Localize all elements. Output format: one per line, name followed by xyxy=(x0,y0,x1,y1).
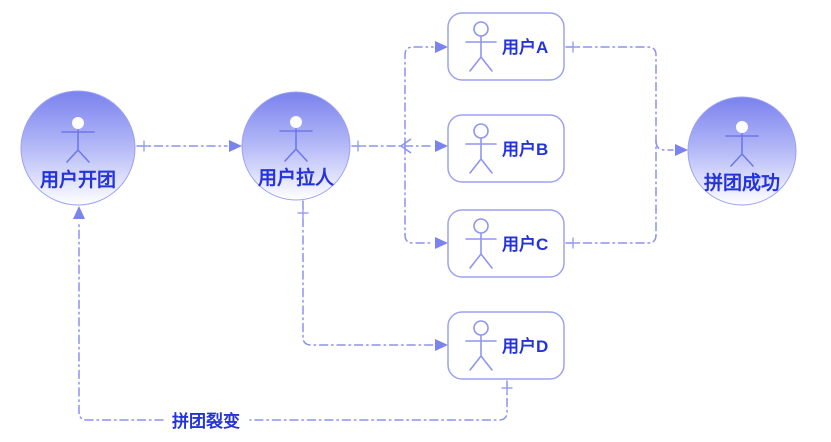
edge-merge-into-success xyxy=(655,140,688,156)
connector-tick xyxy=(567,237,579,249)
arrowhead-into-user-b xyxy=(435,140,448,152)
arrowhead-into-user-c xyxy=(435,237,448,249)
node-success: 拼团成功 xyxy=(687,96,797,206)
person-icon xyxy=(725,121,759,167)
person-icon xyxy=(465,320,497,371)
person-icon xyxy=(465,218,497,269)
connector-tick xyxy=(138,140,150,152)
person-icon xyxy=(279,116,313,162)
node-user-d-label: 用户D xyxy=(502,336,548,356)
edge-start-to-inviter xyxy=(136,140,242,152)
node-user-b-label: 用户B xyxy=(502,139,548,159)
connector-tick xyxy=(501,382,513,394)
node-start-label: 用户开团 xyxy=(40,168,116,191)
arrowhead-into-start xyxy=(73,206,85,219)
edge-inviter-to-user-a xyxy=(404,41,448,147)
arrowhead-into-success xyxy=(675,144,688,156)
connector-tick xyxy=(352,140,364,152)
connector-tick xyxy=(297,207,309,219)
edge-inviter-to-user-b xyxy=(351,140,448,152)
person-icon xyxy=(465,21,497,72)
node-user-d: 用户D xyxy=(447,311,565,380)
node-user-c-label: 用户C xyxy=(502,234,548,254)
node-success-label: 拼团成功 xyxy=(704,171,780,194)
edge-user-d-loop-to-start: 拼团裂变 xyxy=(73,206,513,431)
edge-user-c-to-success xyxy=(565,234,657,249)
person-icon xyxy=(61,117,95,163)
node-user-a: 用户A xyxy=(447,12,565,81)
person-icon xyxy=(465,123,497,174)
edge-user-a-to-success xyxy=(565,41,657,236)
connector-tick xyxy=(567,41,579,53)
branch-junction-chevron xyxy=(399,138,412,154)
arrowhead-into-user-d xyxy=(435,339,448,351)
edge-label-fission: 拼团裂变 xyxy=(172,411,240,431)
node-user-b: 用户B xyxy=(447,114,565,183)
arrowhead-into-inviter xyxy=(229,140,242,152)
node-start: 用户开团 xyxy=(20,90,136,206)
arrowhead-into-user-a xyxy=(435,41,448,53)
node-user-c: 用户C xyxy=(447,209,565,278)
node-inviter-label: 用户拉人 xyxy=(258,166,335,189)
node-inviter: 用户拉人 xyxy=(241,91,351,201)
edge-inviter-to-user-c xyxy=(404,145,448,249)
node-user-a-label: 用户A xyxy=(502,37,548,57)
edge-inviter-to-user-d xyxy=(297,200,448,351)
